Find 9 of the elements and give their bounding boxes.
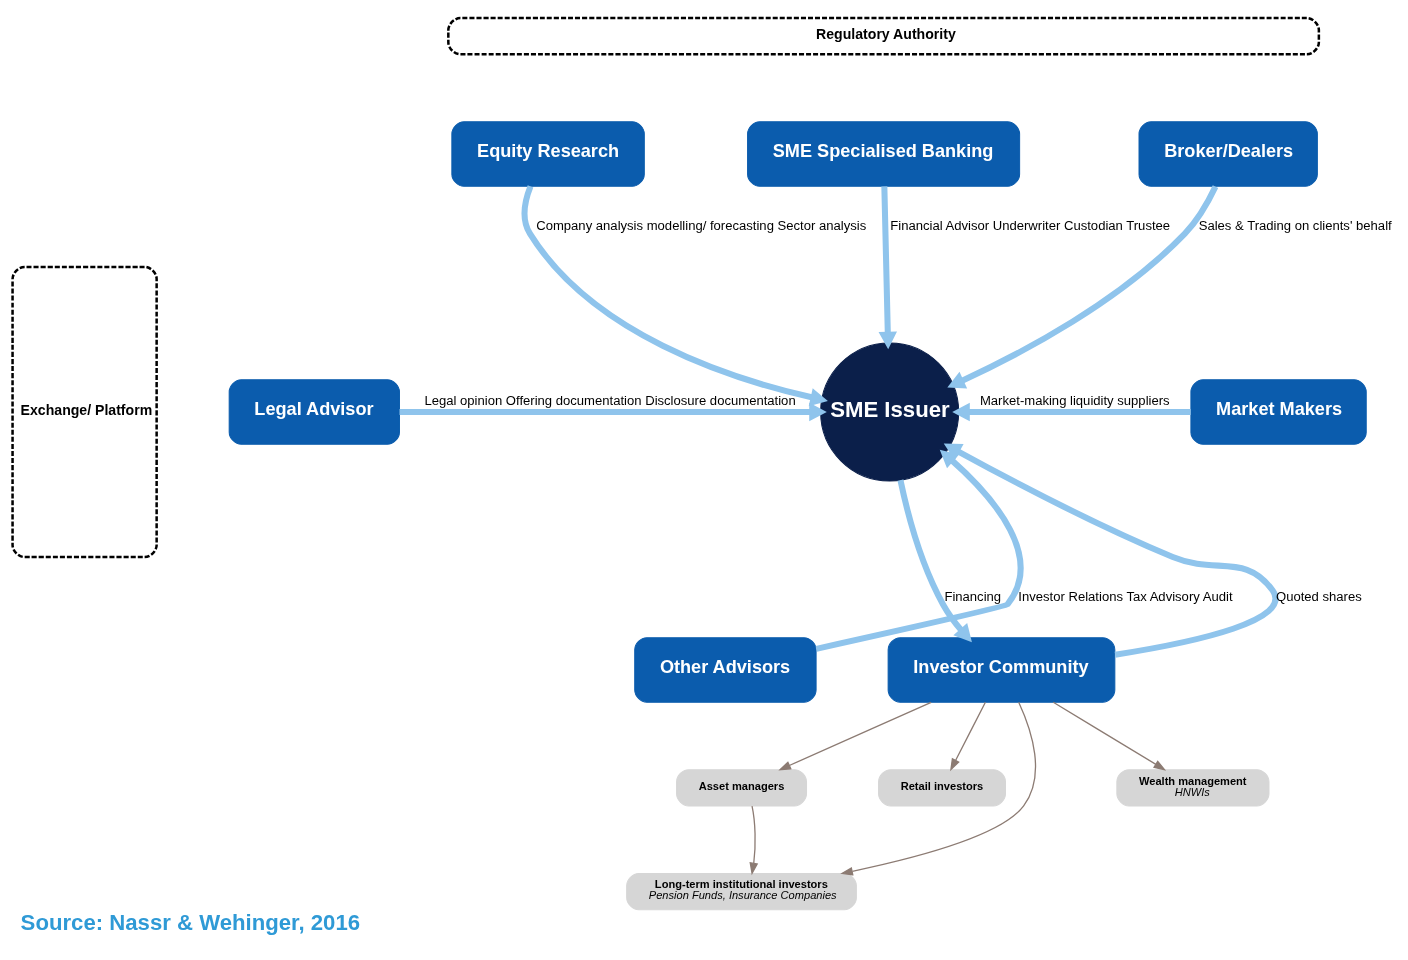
edge-label: Financing: [944, 588, 1002, 604]
edge-label: Company analysis modelling/ forecasting Sector analysis: [536, 218, 867, 234]
edge-label: Investor Relations Tax Advisory Audit: [1018, 588, 1233, 604]
edge-label: Market-making liquidity suppliers: [979, 393, 1170, 409]
edge-label: Legal opinion Offering documentation Disclosure documentation: [424, 393, 796, 409]
caption: Source: Nassr & Wehinger, 2016: [20, 910, 361, 936]
edge-label: Sales & Trading on clients' behalf: [1198, 218, 1392, 234]
edge-label: Quoted shares: [1275, 588, 1362, 604]
edge-label: Financial Advisor Underwriter Custodian Trustee: [890, 218, 1171, 234]
